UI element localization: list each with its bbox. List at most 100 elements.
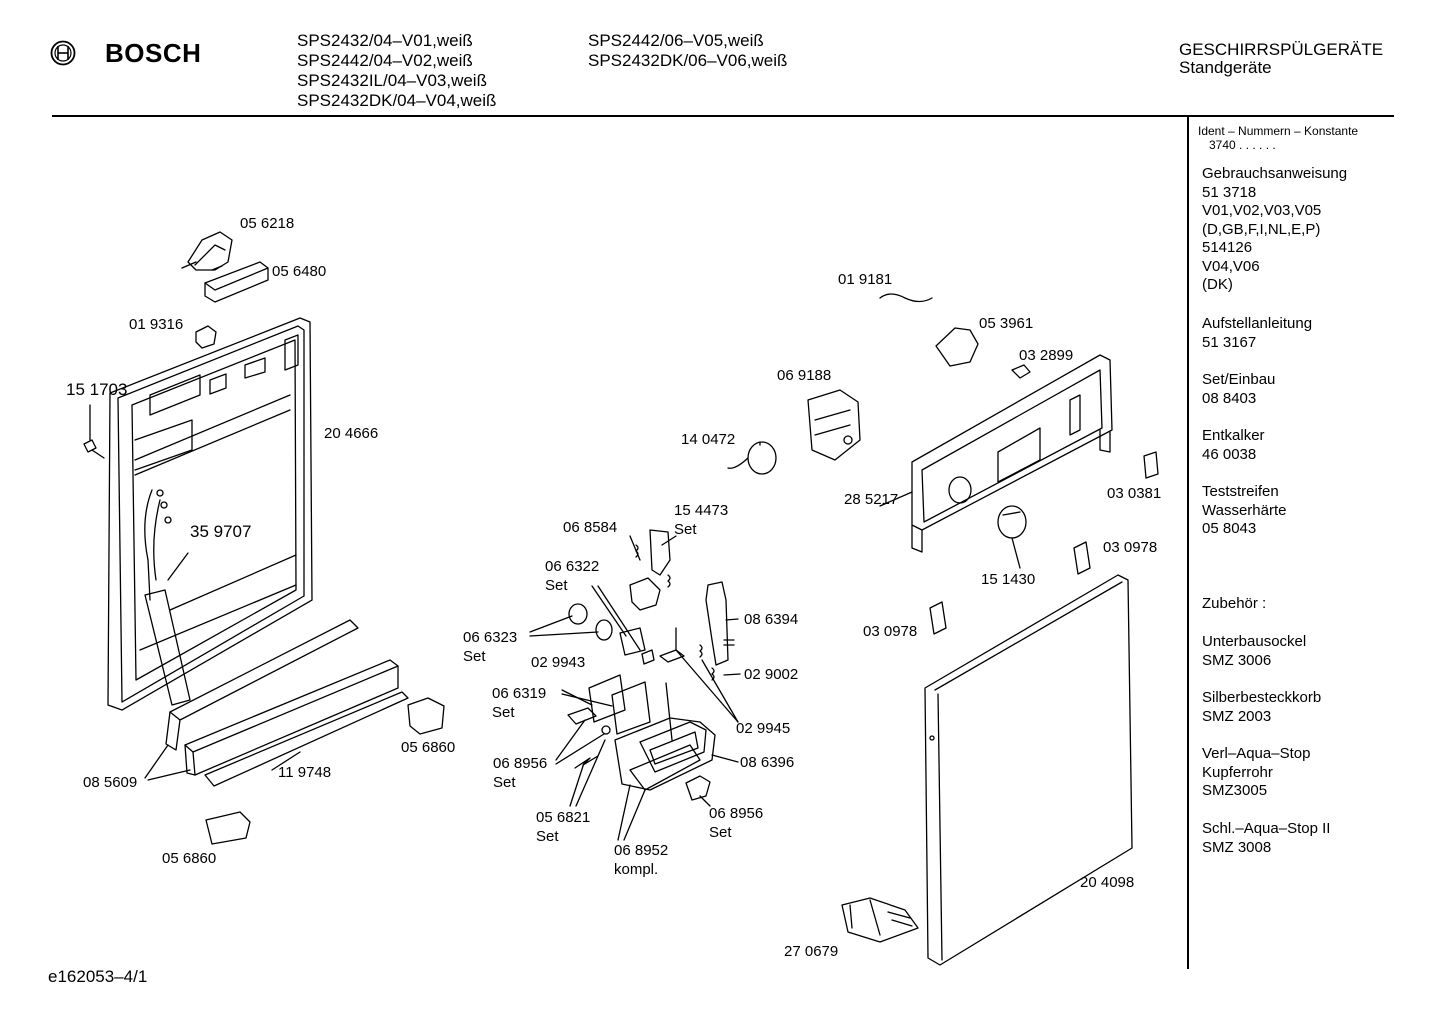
- end-cap: [206, 812, 250, 844]
- rinse-flap: [630, 578, 660, 610]
- sidebar-cutlery-basket: Silberbesteckkorb SMZ 2003: [1202, 689, 1321, 726]
- category-title: GESCHIRRSPÜLGERÄTE: [1179, 40, 1384, 59]
- o-ring: [642, 650, 654, 664]
- outer-door-panel: [925, 575, 1132, 965]
- sidebar-aqua-stop-ii: Schl.–Aqua–Stop II SMZ 3008: [1202, 820, 1330, 857]
- small-clip: [1012, 365, 1030, 378]
- part-label: 05 6860: [401, 739, 456, 756]
- header-rule: [52, 115, 1394, 117]
- latch-bracket: [650, 530, 670, 575]
- sidebar-line: 51 3718: [1202, 183, 1257, 201]
- sidebar-base: Unterbausockel SMZ 3006: [1202, 633, 1306, 670]
- spring: [700, 645, 702, 657]
- part-label: 15 1430: [981, 571, 1036, 588]
- spring: [668, 575, 670, 587]
- spring: [724, 640, 734, 645]
- part-label: 28 5217: [844, 491, 899, 508]
- part-label: 08 6396: [740, 754, 795, 771]
- sidebar-installation: Aufstellanleitung 51 3167: [1202, 315, 1312, 352]
- part-label: 14 0472: [681, 431, 736, 448]
- sidebar-test-strips: Teststreifen Wasserhärte 05 8043: [1202, 483, 1286, 539]
- model-list-1: SPS2432/04–V01,weiß SPS2442/04–V02,weiß …: [297, 31, 496, 111]
- category-subtitle: Standgeräte: [1179, 58, 1272, 77]
- part-label: 06 9188: [777, 367, 832, 384]
- sidebar-line: 46 0038: [1202, 445, 1257, 463]
- sidebar-line: SMZ 2003: [1202, 707, 1272, 725]
- part-label: 02 9945: [736, 720, 791, 737]
- part-label: 06 8584: [563, 519, 618, 536]
- part-label: 08 6394: [744, 611, 799, 628]
- ident-number-block: Ident – Nummern – Konstante 3740 . . . .…: [1198, 124, 1358, 152]
- leader-lines: [530, 442, 912, 840]
- sidebar-line: Schl.–Aqua–Stop II: [1202, 820, 1331, 837]
- part-label: 06 8952 kompl.: [614, 841, 668, 879]
- ident-value: 3740 . . . . . .: [1209, 138, 1276, 152]
- part-number: 05 6821: [536, 809, 591, 826]
- part-label: 20 4666: [324, 425, 379, 442]
- sidebar-divider: [1187, 117, 1189, 969]
- model-line: SPS2442/06–V05,weiß: [588, 31, 764, 50]
- sidebar-line: SMZ3005: [1202, 782, 1268, 799]
- dispenser-screw: [666, 683, 672, 740]
- part-qualifier: Set: [493, 774, 516, 791]
- part-label: 35 9707: [190, 522, 252, 541]
- sidebar-line: Zubehör :: [1202, 595, 1267, 612]
- part-label: 15 1703: [66, 380, 128, 399]
- cover-cap: [1074, 542, 1090, 574]
- cable-part: [880, 294, 932, 302]
- part-label: 03 0978: [1103, 539, 1158, 556]
- part-qualifier: kompl.: [614, 861, 659, 878]
- selector-knob: [998, 506, 1026, 538]
- dispenser-seal: [630, 745, 700, 790]
- model-line: SPS2432/04–V01,weiß: [297, 31, 473, 50]
- part-label: 05 3961: [979, 315, 1034, 332]
- sidebar-line: 05 8043: [1202, 520, 1257, 537]
- part-number: 06 8956: [493, 755, 548, 772]
- part-label: 03 0381: [1107, 485, 1162, 502]
- part-label: 02 9943: [531, 654, 586, 671]
- part-label: 01 9181: [838, 271, 893, 288]
- detergent-dispenser: [615, 718, 715, 790]
- sidebar-line: Gebrauchsanweisung: [1202, 165, 1348, 182]
- mounting-bracket: [936, 328, 978, 366]
- sidebar-line: Aufstellanleitung: [1202, 315, 1313, 332]
- sidebar-aqua-stop: Verl–Aqua–Stop Kupferrohr SMZ3005: [1202, 745, 1310, 801]
- leader-line: [272, 752, 300, 770]
- program-timer: [808, 390, 860, 460]
- release-lever: [706, 582, 728, 665]
- model-line: SPS2432DK/04–V04,weiß: [297, 91, 497, 110]
- sidebar-line: SMZ 3006: [1202, 651, 1272, 669]
- seal-ring: [569, 604, 587, 624]
- part-label: 02 9002: [744, 666, 799, 683]
- part-label: 01 9316: [129, 316, 184, 333]
- sidebar-line: Unterbausockel: [1202, 633, 1307, 650]
- sidebar-line: (DK): [1202, 276, 1233, 293]
- sidebar-line: Silberbesteckkorb: [1202, 689, 1322, 706]
- model-line: SPS2432DK/06–V06,weiß: [588, 51, 788, 70]
- seal-cap: [620, 628, 645, 655]
- sidebar-line: 08 8403: [1202, 389, 1257, 407]
- sidebar-line: Kupferrohr: [1202, 763, 1273, 781]
- side-clip: [1144, 452, 1158, 478]
- part-label: 06 6322 Set: [545, 557, 599, 595]
- part-label: 03 0978: [863, 623, 918, 640]
- part-label: 20 4098: [1080, 874, 1135, 891]
- sidebar-accessories-heading: Zubehör :: [1202, 595, 1266, 614]
- sidebar-set-einbau: Set/Einbau 08 8403: [1202, 371, 1275, 408]
- seal-plate: [660, 650, 684, 662]
- sidebar-line: Teststreifen: [1202, 483, 1279, 500]
- part-number: 15 4473: [674, 502, 729, 519]
- seal-ring: [596, 620, 612, 640]
- nozzle: [568, 708, 596, 724]
- drawing-id: e162053–4/1: [48, 967, 148, 986]
- o-ring: [602, 726, 610, 734]
- leader-line: [148, 770, 190, 780]
- part-label: 03 2899: [1019, 347, 1074, 364]
- sidebar-line: (D,GB,F,I,NL,E,P): [1202, 220, 1321, 238]
- leader-line: [168, 553, 188, 580]
- part-number: 06 8956: [709, 805, 764, 822]
- appliance-category: GESCHIRRSPÜLGERÄTE Standgeräte: [1179, 41, 1383, 77]
- sidebar-line: V01,V02,V03,V05: [1202, 202, 1322, 219]
- brand-name: BOSCH: [105, 38, 202, 68]
- door-clip: [205, 262, 268, 302]
